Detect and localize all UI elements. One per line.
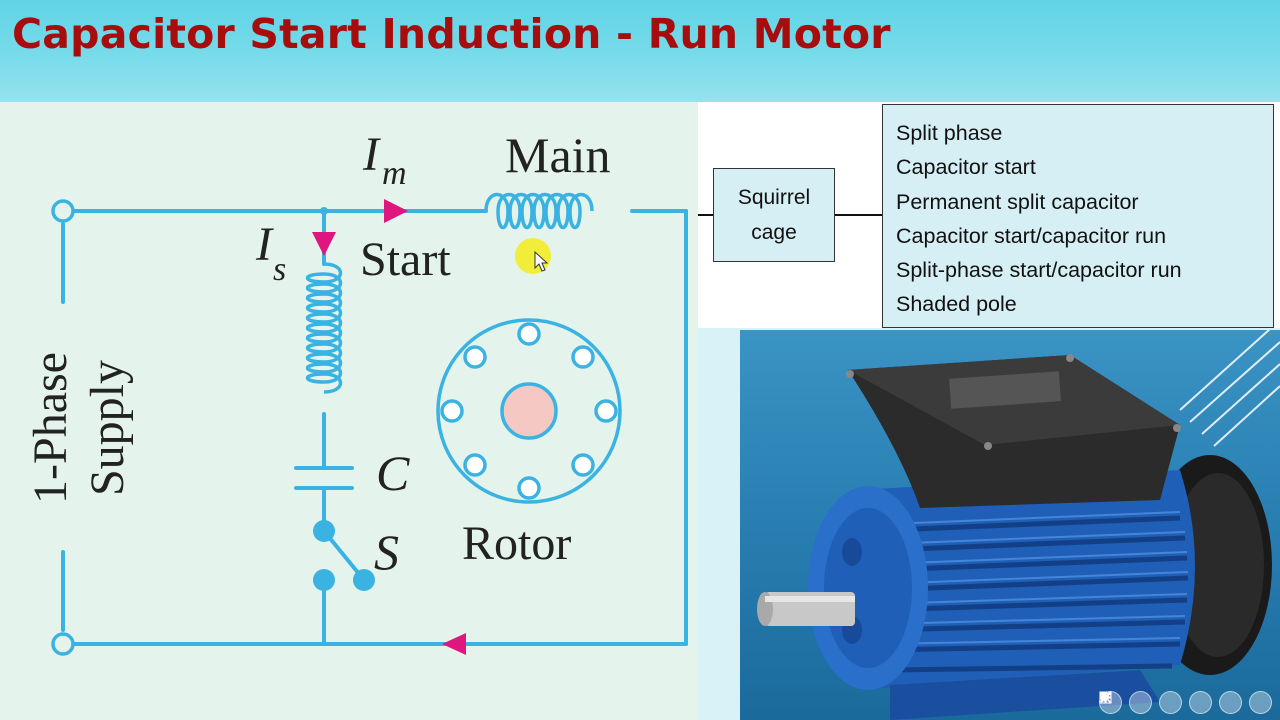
rotor: [436, 318, 622, 504]
motor-type-item: Split-phase start/capacitor run: [896, 258, 1182, 283]
start-winding: [305, 262, 343, 394]
slideshow-controls: [1099, 691, 1272, 714]
motor-type-panel: Squirrel cage Split phase Capacitor star…: [698, 102, 1280, 328]
main-current-symbol: I: [362, 128, 381, 181]
junction-dot: [320, 207, 328, 215]
connector-right: [835, 214, 882, 216]
decorative-lines: [1179, 330, 1280, 447]
motor-type-item: Split phase: [896, 121, 1003, 145]
main-current-arrow: [384, 199, 408, 223]
start-current-arrow: [312, 232, 336, 256]
supply-terminal-bottom: [51, 632, 75, 656]
slides-icon[interactable]: [1099, 691, 1182, 714]
main-current-subscript: m: [382, 155, 407, 192]
motor-illustration: [757, 330, 1280, 720]
motor-type-item: Shaded pole: [896, 292, 1017, 317]
previous-icon[interactable]: [1101, 691, 1242, 714]
rotor-label: Rotor: [462, 517, 571, 570]
switch-contact-arm: [353, 569, 375, 591]
switch-label: S: [374, 524, 399, 580]
circuit-diagram: Main I m I s Start C S Rotor 1-Phase Sup…: [0, 102, 698, 720]
supply-label-line2: Supply: [81, 360, 134, 496]
motor-photo: [740, 330, 1280, 720]
supply-terminal-top: [51, 199, 75, 223]
capacitor-label: C: [376, 445, 410, 501]
pointer-cursor: [515, 238, 551, 274]
start-winding-label: Start: [360, 233, 451, 286]
zoom-icon[interactable]: [1099, 691, 1152, 714]
motor-type-item: Permanent split capacitor: [896, 189, 1139, 214]
squirrel-cage-line2: cage: [751, 221, 797, 244]
return-current-arrow: [442, 633, 466, 655]
slide-title: Capacitor Start Induction - Run Motor: [12, 10, 891, 58]
start-current-symbol: I: [255, 218, 274, 271]
pen-icon[interactable]: [1100, 691, 1212, 714]
motor-types-list: Split phase Capacitor start Permanent sp…: [882, 104, 1274, 328]
supply-label-line1: 1-Phase: [24, 352, 77, 504]
squirrel-cage-box: Squirrel cage: [713, 168, 835, 262]
circuit-svg: Main I m I s Start C S Rotor 1-Phase Sup…: [24, 127, 688, 656]
start-current-subscript: s: [273, 251, 286, 288]
main-winding: [484, 192, 594, 230]
connector-left: [698, 214, 713, 216]
next-icon[interactable]: [1102, 691, 1272, 714]
motor-type-item: Capacitor start: [896, 155, 1036, 180]
switch-contact-bottom: [313, 569, 335, 591]
circuit-wires: [61, 209, 688, 646]
main-winding-label: Main: [505, 127, 611, 183]
motor-type-item: Capacitor start/capacitor run: [896, 223, 1167, 248]
squirrel-cage-line1: Squirrel: [737, 186, 811, 209]
switch-contact-top: [313, 520, 335, 542]
title-band: [0, 0, 1280, 102]
